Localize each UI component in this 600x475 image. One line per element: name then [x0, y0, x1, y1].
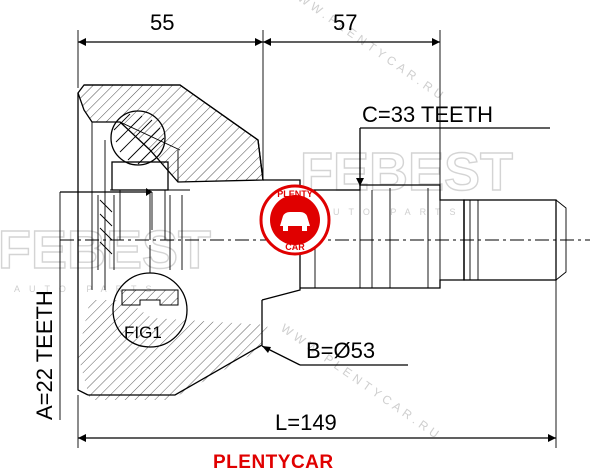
shaft	[60, 184, 590, 289]
dim-55-arrow-right	[255, 38, 263, 46]
spline-c-arrow	[356, 178, 364, 186]
logo-text-top: PLENTY	[277, 189, 313, 199]
dim-55-label: 55	[150, 10, 174, 35]
dim-l-arrow-right	[548, 434, 556, 442]
seal-detail: FIG1	[112, 245, 188, 348]
cavity-line-4	[119, 121, 181, 151]
watermark-subtitle-left: AUTO PARTS	[14, 284, 161, 294]
brand-caption: PLENTYCAR	[213, 452, 334, 473]
dim-55-arrow-left	[78, 38, 86, 46]
fig1-label: FIG1	[124, 323, 162, 342]
watermark-brand-left: FEBEST	[0, 220, 211, 280]
housing-outline-upper	[84, 84, 264, 181]
seal-b-arrow	[262, 346, 271, 353]
watermark-brand-right: FEBEST	[300, 142, 513, 202]
dimension-lines: 55 57 C=33 TEETH B=Ø53 L=149 A=22 TEETH	[32, 10, 557, 448]
dim-l-arrow-left	[78, 434, 86, 442]
dim-57-arrow-left	[263, 38, 271, 46]
ball	[110, 110, 166, 166]
cage-window	[111, 161, 169, 191]
ball-hatch	[113, 113, 165, 165]
ball-cage	[110, 110, 190, 240]
watermark-subtitle-right: AUTO PARTS	[318, 207, 465, 217]
cage-inner-1	[119, 190, 166, 240]
spline-c-label: C=33 TEETH	[362, 102, 493, 127]
housing-upper-section	[77, 84, 264, 183]
fig1-hatch	[121, 289, 179, 306]
bore-hatch	[99, 199, 113, 255]
dim-57-label: 57	[333, 10, 357, 35]
inner-spline	[60, 188, 183, 270]
housing-lower-section	[78, 300, 268, 400]
watermark-layer: FEBEST AUTO PARTS FEBEST AUTO PARTS WWW.…	[0, 0, 514, 443]
car-icon	[280, 212, 310, 231]
watermark-url-top: WWW.PLENTYCAR.RU	[283, 0, 449, 104]
spline-a-arrow	[146, 188, 152, 196]
dim-l-label: L=149	[275, 410, 337, 435]
spline-a-label: A=22 TEETH	[32, 290, 57, 420]
logo-text-bottom: CAR	[285, 242, 305, 252]
outer-housing	[77, 84, 301, 400]
dim-57-arrow-right	[432, 38, 440, 46]
seal-b-label: B=Ø53	[306, 338, 375, 363]
plentycar-logo: PLENTY CAR	[259, 184, 331, 256]
